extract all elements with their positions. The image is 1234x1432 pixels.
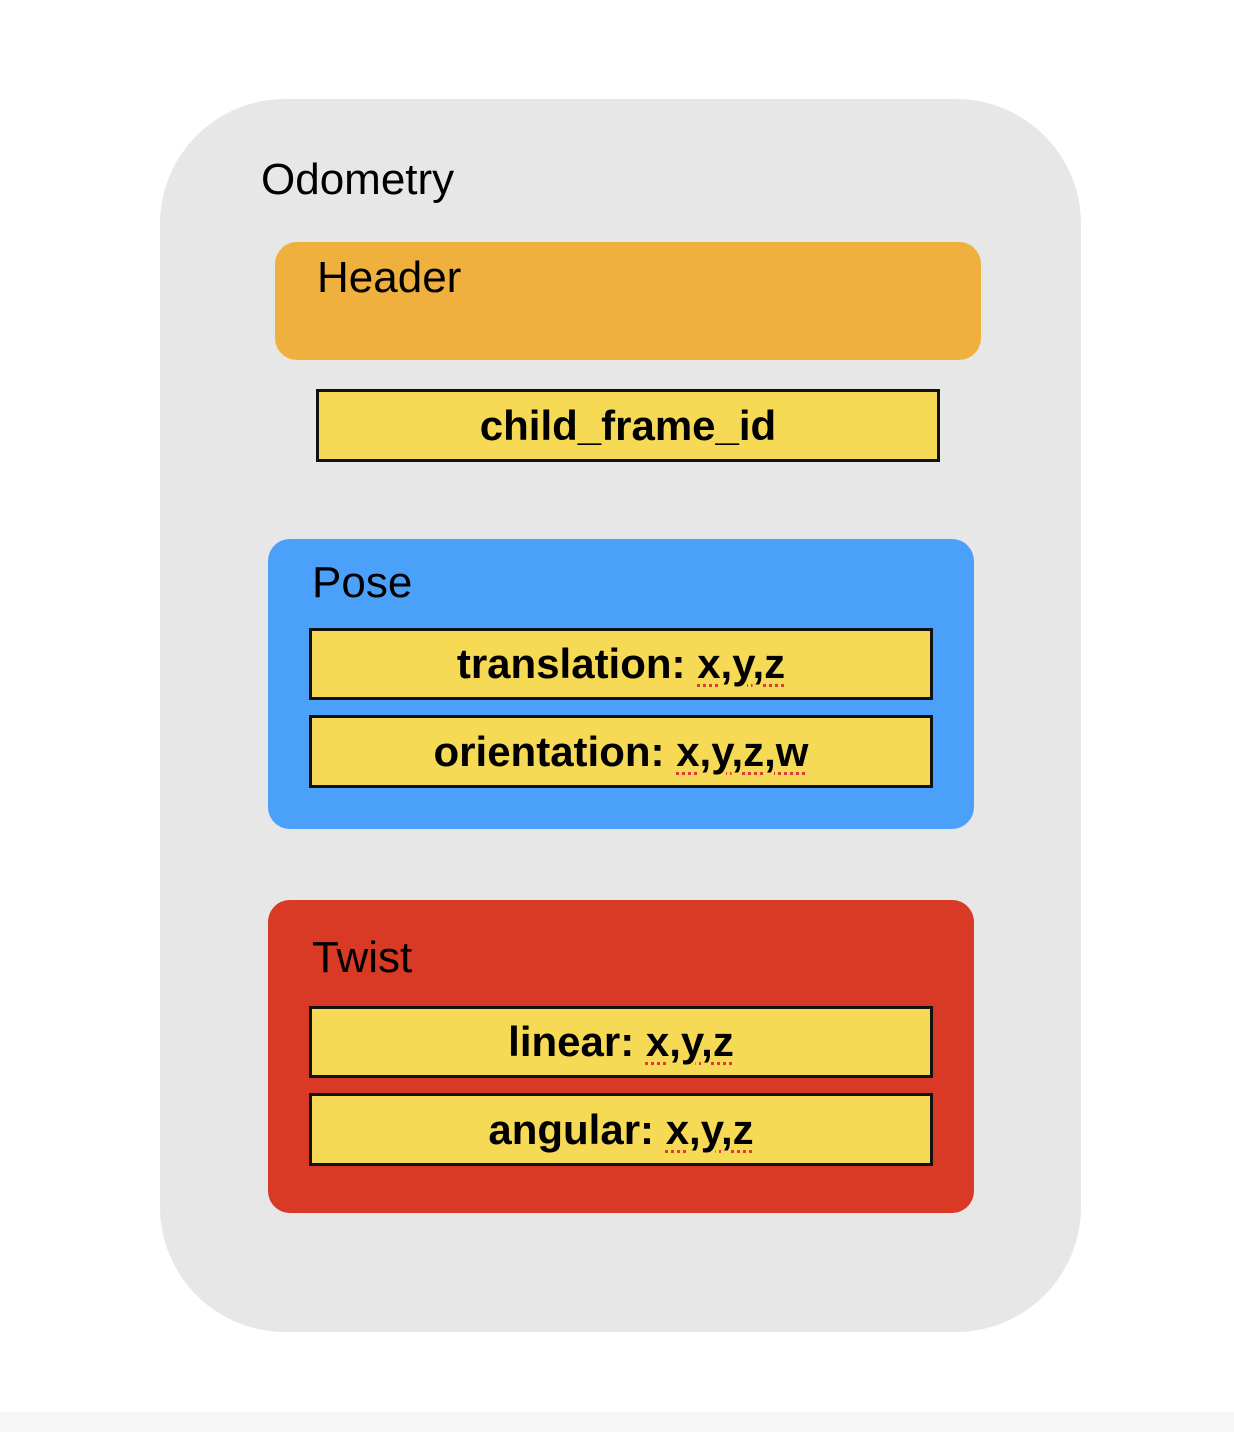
child-frame-id-label: child_frame_id — [479, 401, 777, 449]
orientation-value: x,y,z,w — [676, 727, 809, 775]
odometry-title: Odometry — [261, 155, 455, 204]
orientation-field: orientation: x,y,z,w — [309, 715, 933, 788]
translation-value: x,y,z — [697, 640, 786, 687]
twist-title: Twist — [312, 933, 413, 982]
header-box — [275, 242, 981, 360]
child-frame-id-field: child_frame_id — [316, 389, 940, 462]
page-bottom-band — [0, 1412, 1234, 1432]
pose-title: Pose — [312, 558, 413, 607]
angular-field: angular: x,y,z — [309, 1093, 933, 1166]
linear-label: linear: — [508, 1018, 635, 1065]
angular-value: x,y,z — [665, 1105, 754, 1153]
orientation-label: orientation: — [433, 727, 665, 775]
linear-value: x,y,z — [645, 1018, 734, 1065]
translation-field: translation: x,y,z — [309, 628, 933, 700]
translation-label: translation: — [456, 640, 686, 687]
linear-field: linear: x,y,z — [309, 1006, 933, 1078]
angular-label: angular: — [488, 1105, 655, 1153]
header-title: Header — [317, 253, 462, 302]
